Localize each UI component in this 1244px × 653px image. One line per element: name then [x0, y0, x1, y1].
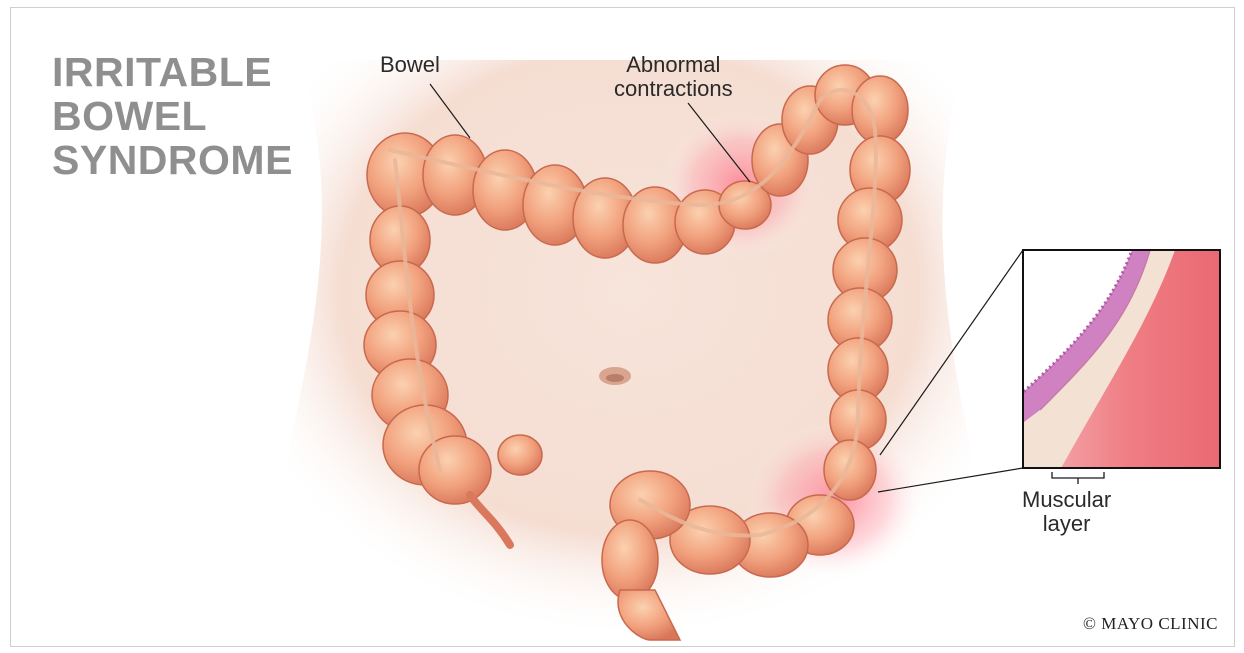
- muscular-layer-bracket: [1052, 472, 1104, 484]
- muscular-layer-label: Muscular layer: [1022, 488, 1111, 536]
- abnormal-line-2: contractions: [614, 77, 733, 101]
- muscular-line-2: layer: [1022, 512, 1111, 536]
- abnormal-line-1: Abnormal: [614, 53, 733, 77]
- bowel-label: Bowel: [380, 53, 440, 77]
- abnormal-contractions-label: Abnormal contractions: [614, 53, 733, 101]
- copyright-text: © MAYO CLINIC: [1083, 614, 1218, 634]
- muscular-line-1: Muscular: [1022, 488, 1111, 512]
- tissue-inset: [1020, 250, 1240, 484]
